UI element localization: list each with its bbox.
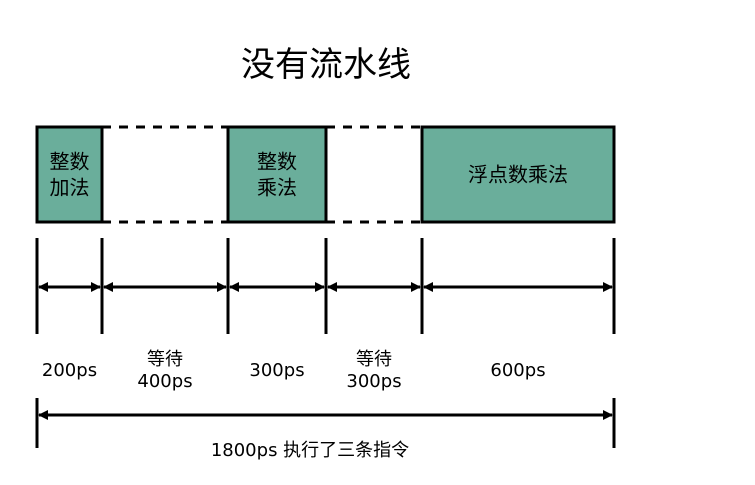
instruction-label: 乘法	[257, 176, 297, 200]
instruction-box: 浮点数乘法	[420, 125, 616, 224]
duration-label: 600ps	[490, 360, 545, 381]
wait-gap	[102, 125, 228, 224]
diagram-title: 没有流水线	[241, 45, 411, 85]
instruction-label: 整数	[257, 150, 297, 174]
duration-label: 400ps	[137, 371, 192, 392]
duration-label: 等待	[147, 349, 183, 370]
instruction-label: 加法	[50, 176, 90, 200]
total-span: 1800ps 执行了三条指令	[35, 398, 616, 461]
instruction-box-rect	[35, 125, 104, 224]
duration-label: 等待	[356, 349, 392, 370]
instruction-label: 浮点数乘法	[468, 163, 568, 187]
duration-label: 200ps	[42, 360, 97, 381]
instruction-label: 整数	[50, 150, 90, 174]
instruction-box-rect	[226, 125, 328, 224]
duration-label: 300ps	[346, 371, 401, 392]
instruction-box-rect	[420, 125, 616, 224]
total-label: 1800ps 执行了三条指令	[211, 440, 409, 461]
tick-marks	[35, 238, 616, 334]
duration-label: 300ps	[249, 360, 304, 381]
wait-gap	[326, 125, 422, 224]
